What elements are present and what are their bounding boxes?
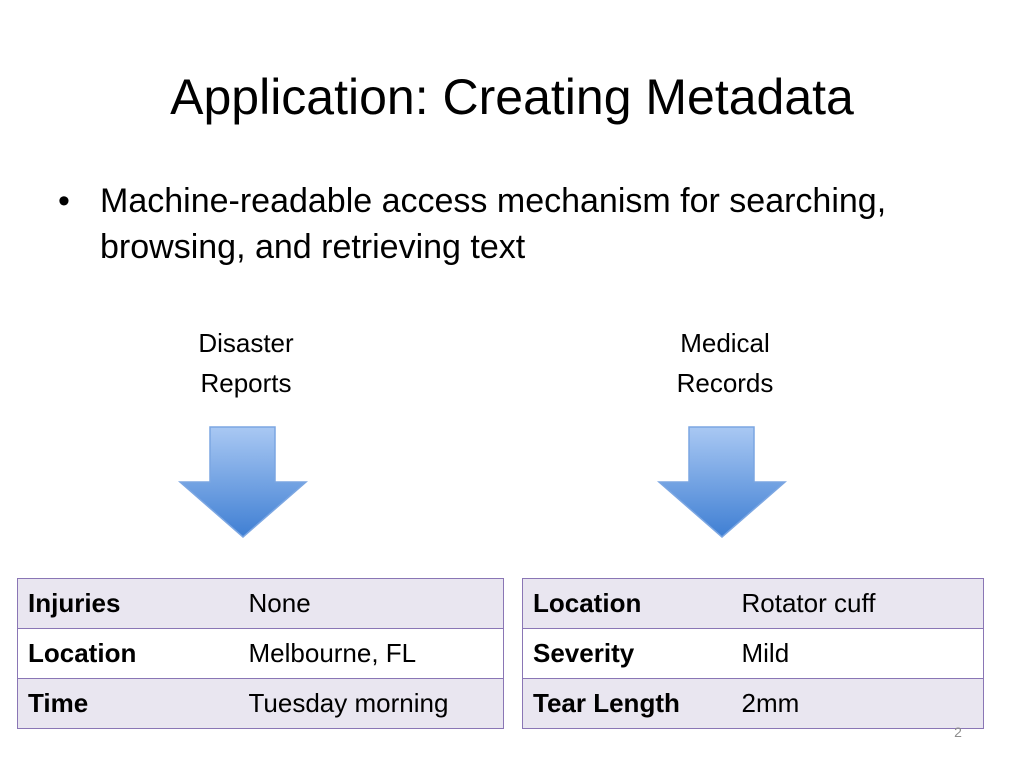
table-value-cell: Rotator cuff xyxy=(731,578,984,629)
medical-metadata-table: Location Rotator cuff Severity Mild Tear… xyxy=(522,578,984,729)
table-row: Location Rotator cuff xyxy=(522,578,984,629)
source-label-line: Reports xyxy=(200,368,292,398)
table-row: Tear Length 2mm xyxy=(522,678,984,729)
table-key-cell: Severity xyxy=(522,628,732,679)
table-row: Location Melbourne, FL xyxy=(17,628,504,679)
disaster-metadata-table: Injuries None Location Melbourne, FL Tim… xyxy=(17,578,504,729)
down-arrow-icon xyxy=(178,426,308,538)
source-label-medical-records: Medical Records xyxy=(605,323,845,403)
table-value-cell: None xyxy=(238,578,504,629)
source-label-line: Records xyxy=(676,368,774,398)
table-row: Injuries None xyxy=(17,578,504,629)
bullet-text: Machine-readable access mechanism for se… xyxy=(100,182,887,266)
source-label-line: Medical xyxy=(680,328,770,358)
table-row: Time Tuesday morning xyxy=(17,678,504,729)
table-value-cell: Melbourne, FL xyxy=(238,628,504,679)
bullet-marker: • xyxy=(58,182,70,220)
table-value-cell: Tuesday morning xyxy=(238,678,504,729)
source-label-line: Disaster xyxy=(198,328,294,358)
table-value-cell: Mild xyxy=(731,628,984,679)
slide-number: 2 xyxy=(954,724,962,740)
table-row: Severity Mild xyxy=(522,628,984,679)
table-key-cell: Location xyxy=(17,628,239,679)
table-key-cell: Location xyxy=(522,578,732,629)
down-arrow-icon xyxy=(657,426,787,538)
source-label-disaster-reports: Disaster Reports xyxy=(126,323,366,403)
table-key-cell: Time xyxy=(17,678,239,729)
slide-title: Application: Creating Metadata xyxy=(170,69,854,125)
table-key-cell: Injuries xyxy=(17,578,239,629)
table-value-cell: 2mm xyxy=(731,678,984,729)
table-key-cell: Tear Length xyxy=(522,678,732,729)
